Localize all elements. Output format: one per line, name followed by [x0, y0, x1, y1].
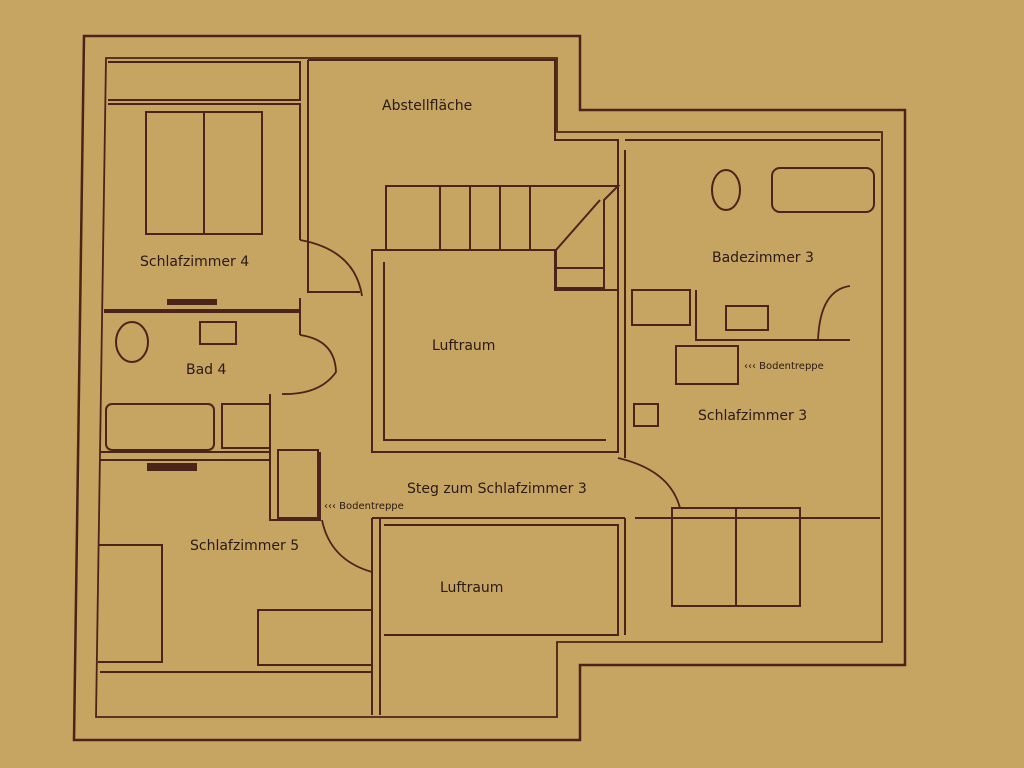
attic-stair-right [675, 345, 739, 385]
room-label-luftraum-top: Luftraum [432, 338, 496, 354]
toilet-bad-4 [115, 321, 149, 363]
bathtub-badezimmer-3 [771, 167, 875, 213]
room-label-steg: Steg zum Schlafzimmer 3 [407, 481, 587, 497]
outer-walls [72, 34, 907, 742]
room-label-schlafzimmer-5: Schlafzimmer 5 [190, 538, 300, 554]
room-label-luftraum-bottom: Luftraum [440, 580, 504, 596]
sink-badezimmer-3 [725, 305, 769, 331]
room-label-badezimmer-3: Badezimmer 3 [712, 250, 814, 266]
stove-schlafzimmer-3 [633, 403, 659, 427]
staircase [385, 185, 621, 289]
annotation-bodentreppe-right: ‹‹‹ Bodentreppe [744, 361, 824, 372]
room-label-schlafzimmer-3: Schlafzimmer 3 [698, 408, 808, 424]
room-label-schlafzimmer-4: Schlafzimmer 4 [140, 254, 250, 270]
annotation-bodentreppe-left: ‹‹‹ Bodentreppe [324, 501, 404, 512]
attic-stair-left [277, 449, 319, 519]
room-label-abstellflaeche: Abstellfläche [382, 98, 473, 114]
shower-bad-4 [221, 403, 271, 449]
bathtub-bad-4 [105, 403, 215, 451]
furniture [105, 111, 875, 607]
sink-bad-4 [199, 321, 237, 345]
door-swings [281, 239, 851, 573]
room-label-bad-4: Bad 4 [186, 362, 227, 378]
toilet-badezimmer-3 [711, 169, 741, 211]
interior-walls [98, 59, 880, 715]
